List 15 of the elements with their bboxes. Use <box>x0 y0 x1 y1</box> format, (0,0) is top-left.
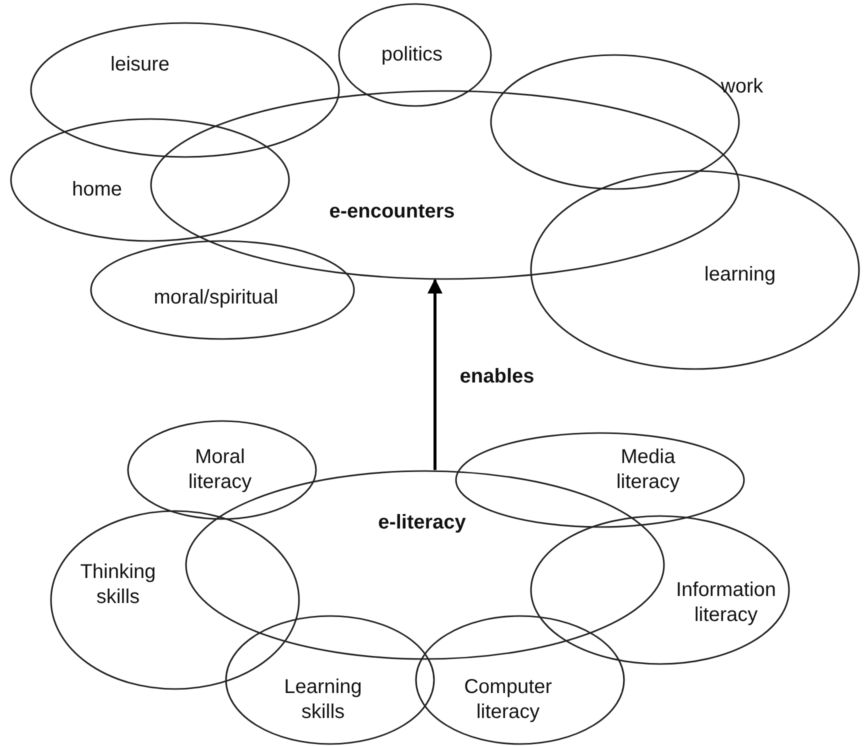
ellipse-label: Media literacy <box>615 445 681 495</box>
arrow <box>428 278 442 470</box>
ellipse-label: moral/spiritual <box>152 286 280 310</box>
ellipse-label: e-literacy <box>377 510 467 536</box>
ellipse-label: e-encounters <box>328 200 456 224</box>
ellipse-label: leisure <box>110 52 170 78</box>
ellipse-label: home <box>70 178 124 202</box>
ellipse-label: politics <box>380 42 444 68</box>
ellipse-label: Moral literacy <box>187 445 253 495</box>
ellipse-label: work <box>720 74 764 100</box>
ellipse-label: Computer literacy <box>463 675 553 725</box>
ellipse-label: Information literacy <box>674 578 778 628</box>
ellipse-label: learning <box>703 262 777 288</box>
ellipse-label: Learning skills <box>283 675 363 725</box>
ellipse-label: Thinking skills <box>79 560 157 610</box>
